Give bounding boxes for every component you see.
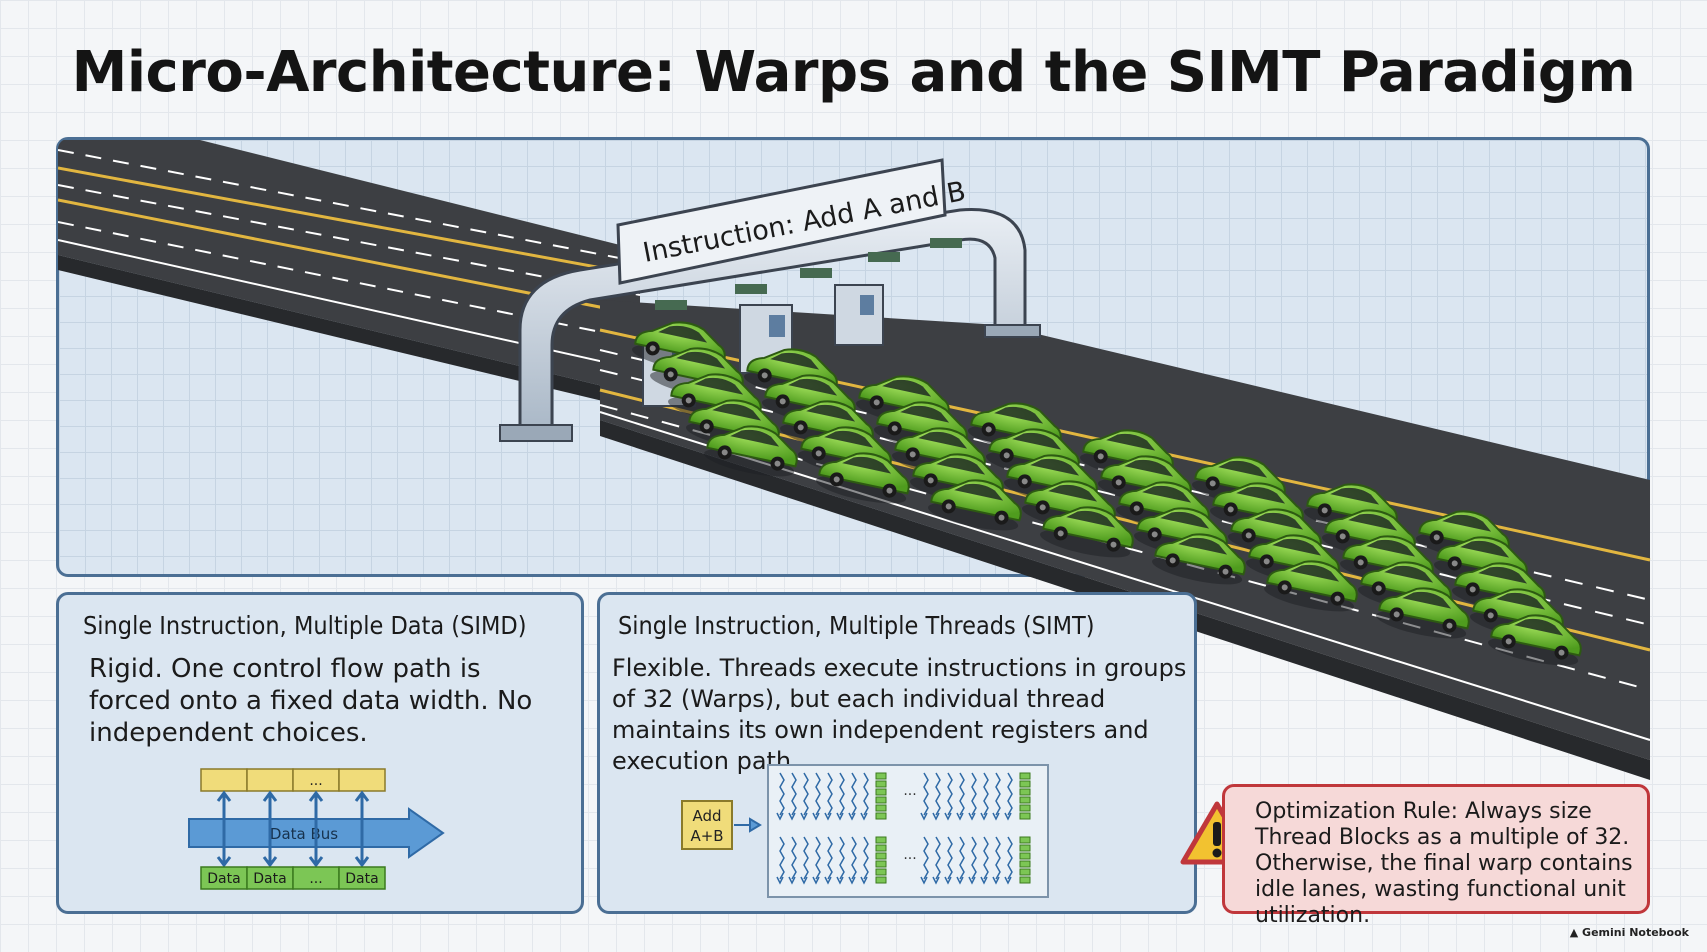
bus-arrow [354, 790, 370, 868]
car [1488, 614, 1582, 666]
register-stack [1019, 772, 1031, 820]
car [1152, 533, 1246, 585]
optimization-rule-text: Optimization Rule: Always size Thread Bl… [1255, 799, 1633, 928]
register-cell [246, 768, 294, 792]
warp-ellipsis-top: ... [903, 783, 916, 799]
data-cell: Data [246, 866, 294, 890]
thread-arrow [776, 836, 785, 885]
thread-arrow [824, 772, 833, 821]
footer-brand-label: Gemini Notebook [1582, 926, 1689, 939]
simt-title: Single Instruction, Multiple Threads (SI… [618, 611, 1095, 640]
thread-arrow [788, 836, 797, 885]
thread-arrow [992, 836, 1001, 885]
thread-arrow [968, 836, 977, 885]
instruction-line1: Add [692, 807, 721, 825]
car-fleet [632, 321, 1582, 666]
register-stack [1019, 836, 1031, 884]
car [928, 479, 1022, 531]
instruction-arrow [734, 817, 762, 833]
thread-arrow [800, 836, 809, 885]
instruction-box [681, 800, 733, 850]
bus-arrow [308, 790, 324, 868]
thread-arrow [968, 772, 977, 821]
thread-arrow [848, 836, 857, 885]
simd-title: Single Instruction, Multiple Data (SIMD) [83, 611, 527, 640]
thread-arrow [848, 772, 857, 821]
car [816, 452, 910, 504]
thread-arrow [956, 836, 965, 885]
thread-arrow [824, 836, 833, 885]
data-cell: Data [338, 866, 386, 890]
thread-arrow [956, 772, 965, 821]
data-cell-label: Data [253, 871, 286, 887]
simd-description: Rigid. One control flow path is forced o… [89, 654, 533, 748]
thread-arrow [944, 836, 953, 885]
thread-arrow [800, 772, 809, 821]
data-cell-label: ... [309, 871, 322, 887]
register-stack [875, 836, 887, 884]
simd-diagram: ... Data Bus Data Data... Data [188, 768, 445, 890]
thread-arrow [920, 836, 929, 885]
road-back [58, 140, 641, 410]
instruction-line2: A+B [690, 827, 723, 845]
simd-card: Single Instruction, Multiple Data (SIMD)… [56, 592, 584, 914]
thread-arrow [920, 772, 929, 821]
data-cell-label: Data [345, 871, 378, 887]
thread-arrow [776, 772, 785, 821]
thread-arrow [836, 836, 845, 885]
data-bus-label: Data Bus [270, 825, 338, 843]
optimization-rule-card: Optimization Rule: Always size Thread Bl… [1222, 784, 1650, 928]
thread-arrow [836, 772, 845, 821]
thread-arrow [980, 772, 989, 821]
warp-grid [767, 764, 1049, 898]
data-cell: ... [292, 866, 340, 890]
register-cell-label: ... [309, 773, 322, 789]
thread-arrow [860, 772, 869, 821]
register-cell [338, 768, 386, 792]
thread-arrow [812, 772, 821, 821]
car [1376, 587, 1470, 639]
bus-arrow [216, 790, 232, 868]
thread-arrow [944, 772, 953, 821]
thread-arrow [860, 836, 869, 885]
register-cell: ... [292, 768, 340, 792]
car [1040, 506, 1134, 558]
thread-arrow [812, 836, 821, 885]
thread-arrow [1004, 836, 1013, 885]
footer-brand: ▲ Gemini Notebook [1570, 926, 1689, 939]
simt-diagram: Add A+B ... ... [681, 764, 1049, 898]
warp-ellipsis-bottom: ... [903, 847, 916, 863]
thread-arrow [932, 836, 941, 885]
simd-vertical-arrows [216, 790, 370, 868]
thread-arrow [980, 836, 989, 885]
car [1264, 560, 1358, 612]
simt-card: Single Instruction, Multiple Threads (SI… [597, 592, 1197, 914]
thread-arrow [992, 772, 1001, 821]
register-cell [200, 768, 248, 792]
register-stack [875, 772, 887, 820]
data-cell-label: Data [207, 871, 240, 887]
thread-arrow [788, 772, 797, 821]
car [704, 425, 798, 477]
page-title: Micro-Architecture: Warps and the SIMT P… [71, 40, 1636, 105]
thread-arrow [932, 772, 941, 821]
data-cell: Data [200, 866, 248, 890]
toll-gantry: Instruction: Add A and B [499, 158, 1041, 442]
bus-arrow [262, 790, 278, 868]
thread-arrow [1004, 772, 1013, 821]
gemini-logo-icon: ▲ [1569, 926, 1579, 939]
simt-description: Flexible. Threads execute instructions i… [612, 654, 1187, 775]
